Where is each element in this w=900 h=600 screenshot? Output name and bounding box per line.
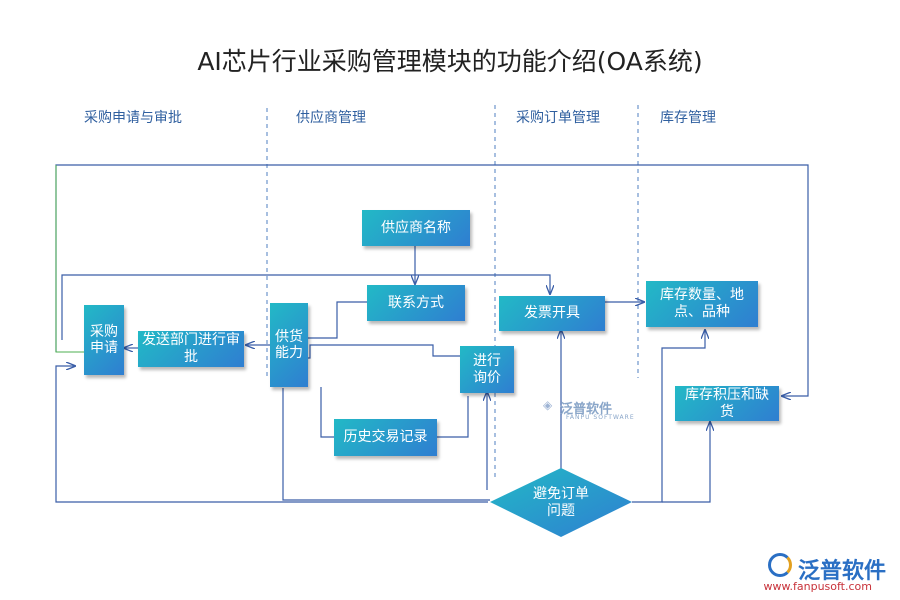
node-history: 历史交易记录 <box>334 419 437 456</box>
line-avoid-to-stock <box>632 330 705 503</box>
watermark-icon: ◈ <box>543 398 553 412</box>
avoid-issue-diamond <box>490 468 632 537</box>
line-avoid-to-overstock <box>662 422 710 503</box>
node-inquiry: 进行询价 <box>460 346 514 393</box>
node-overstock: 库存积压和缺货 <box>675 386 779 421</box>
section-supplier: 供应商管理 <box>296 110 366 126</box>
node-supply-capacity: 供货能力 <box>270 303 308 387</box>
page-title: AI芯片行业采购管理模块的功能介绍(OA系统) <box>197 47 703 76</box>
node-avoid-issue: 避免订单问题 <box>533 486 589 519</box>
section-inventory: 库存管理 <box>660 110 716 126</box>
brand-logo-icon <box>768 553 792 577</box>
brand-url: www.fanpusoft.com <box>763 580 872 593</box>
watermark-sub: FANPU SOFTWARE <box>566 414 635 421</box>
node-stock-info: 库存数量、地点、品种 <box>646 281 758 327</box>
section-purchase-request: 采购申请与审批 <box>84 110 182 126</box>
line-to-invoice <box>61 274 550 340</box>
line-avoid-to-request <box>55 366 488 503</box>
node-contact: 联系方式 <box>367 285 465 321</box>
green-connector <box>55 165 84 353</box>
node-dept-approval: 发送部门进行审批 <box>138 331 244 367</box>
brand-name: 泛普软件 <box>797 559 886 584</box>
node-purchase-request: 采购申请 <box>84 305 124 375</box>
watermark-text: 泛普软件 <box>560 402 613 417</box>
node-supplier-name: 供应商名称 <box>362 210 470 246</box>
node-invoice: 发票开具 <box>499 296 605 331</box>
section-order: 采购订单管理 <box>516 110 600 126</box>
section-dividers <box>266 105 639 480</box>
